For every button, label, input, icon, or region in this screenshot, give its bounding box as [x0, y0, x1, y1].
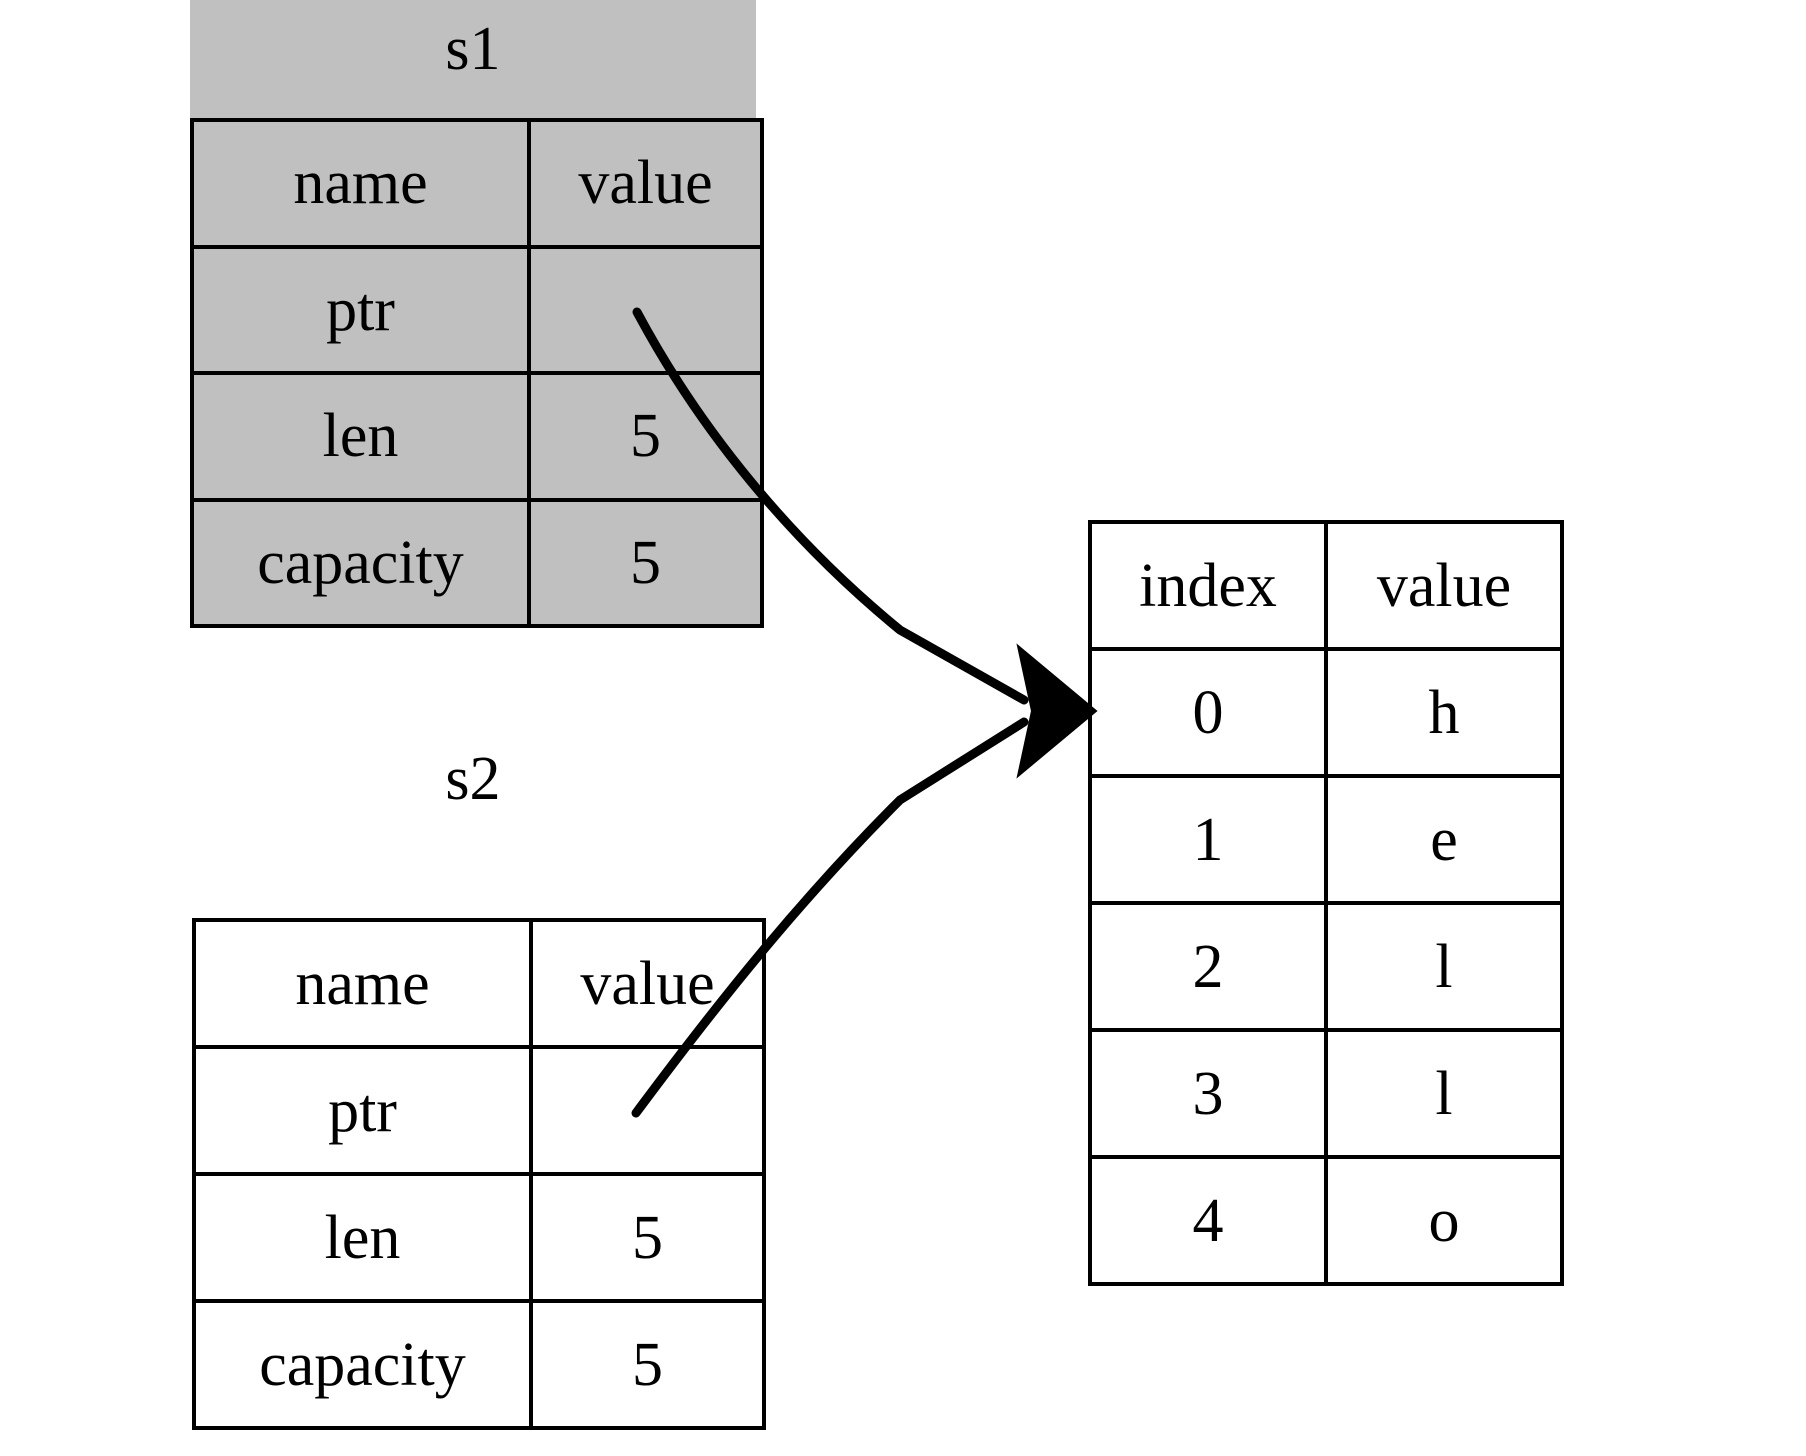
table-row: len 5: [190, 371, 764, 502]
struct-s1: s1 name value ptr len 5 capacity 5: [190, 0, 764, 628]
struct-s1-title: s1: [445, 15, 501, 83]
s1-field-capacity-value: 5: [527, 497, 764, 628]
s2-field-len-value: 5: [529, 1172, 766, 1303]
struct-s2-table: name value ptr len 5 capacity 5: [192, 918, 766, 1430]
heap-row-2-value: l: [1324, 901, 1564, 1032]
heap-row-1-index: 1: [1088, 774, 1328, 905]
pointer-arrowhead: [1016, 643, 1098, 779]
heap-header-value: value: [1324, 520, 1564, 651]
heap-row-0-index: 0: [1088, 647, 1328, 778]
struct-s2-title: s2: [445, 745, 501, 813]
s2-header-name: name: [192, 918, 533, 1049]
table-row: capacity 5: [192, 1299, 766, 1430]
table-row: 1 e: [1088, 774, 1564, 905]
s1-header-name: name: [190, 118, 531, 249]
s1-header-value: value: [527, 118, 764, 249]
heap-header-index: index: [1088, 520, 1328, 651]
s2-field-capacity-name: capacity: [192, 1299, 533, 1430]
table-header-row: name value: [192, 918, 766, 1049]
table-header-row: name value: [190, 118, 764, 249]
heap-row-3-value: l: [1324, 1028, 1564, 1159]
s2-field-ptr-value: [529, 1045, 766, 1176]
heap-row-4-index: 4: [1088, 1155, 1328, 1286]
table-row: 0 h: [1088, 647, 1564, 778]
s1-field-ptr-name: ptr: [190, 244, 531, 375]
s1-field-len-name: len: [190, 371, 531, 502]
table-row: 4 o: [1088, 1155, 1564, 1286]
table-row: ptr: [190, 244, 764, 375]
table-row: len 5: [192, 1172, 766, 1303]
table-row: 2 l: [1088, 901, 1564, 1032]
table-row: ptr: [192, 1045, 766, 1176]
s2-header-value: value: [529, 918, 766, 1049]
s2-field-ptr-name: ptr: [192, 1045, 533, 1176]
struct-s1-table: name value ptr len 5 capacity 5: [190, 118, 764, 628]
table-row: capacity 5: [190, 497, 764, 628]
heap-row-0-value: h: [1324, 647, 1564, 778]
s2-field-len-name: len: [192, 1172, 533, 1303]
s1-field-capacity-name: capacity: [190, 497, 531, 628]
heap-data-table: index value 0 h 1 e 2 l 3 l 4 o: [1088, 520, 1564, 1286]
s1-field-len-value: 5: [527, 371, 764, 502]
heap-row-3-index: 3: [1088, 1028, 1328, 1159]
table-header-row: index value: [1088, 520, 1564, 651]
s1-field-ptr-value: [527, 244, 764, 375]
s2-field-capacity-value: 5: [529, 1299, 766, 1430]
table-row: 3 l: [1088, 1028, 1564, 1159]
heap-row-4-value: o: [1324, 1155, 1564, 1286]
struct-s2: s2 name value ptr len 5 capacity 5: [190, 738, 766, 1430]
heap-row-2-index: 2: [1088, 901, 1328, 1032]
heap-row-1-value: e: [1324, 774, 1564, 905]
